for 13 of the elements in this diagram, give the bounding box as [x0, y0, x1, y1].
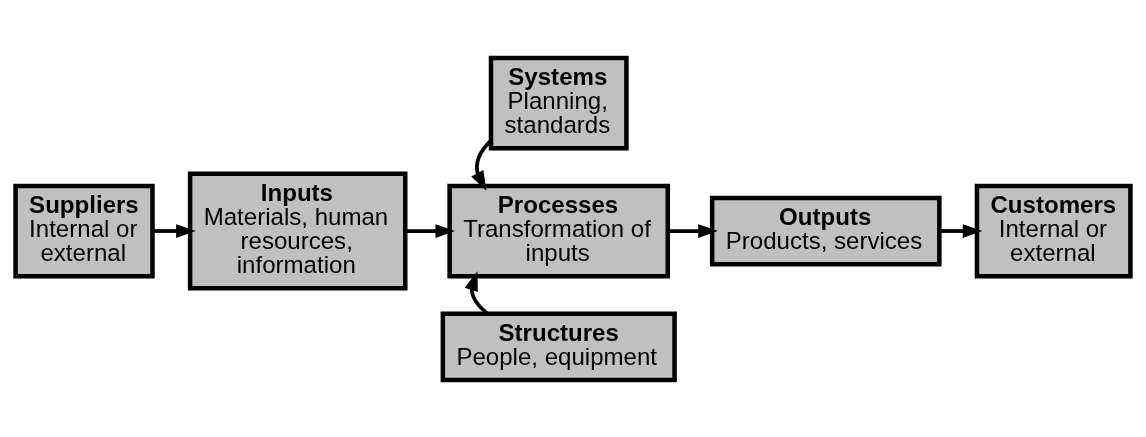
arrow	[152, 223, 196, 238]
arrow	[405, 223, 456, 238]
arrow	[668, 223, 718, 238]
node-box: Outputs Products, services	[709, 195, 942, 266]
arrow	[471, 139, 492, 191]
node-box: Systems Planning, standards	[488, 55, 629, 151]
node-box: Inputs Materials, human resources, information	[187, 171, 408, 290]
arrow	[939, 223, 983, 238]
node-box: Processes Transformation of inputs	[447, 183, 671, 278]
node-box: Suppliers Internal or external	[13, 183, 155, 278]
node-box: Structures People, equipment	[440, 311, 677, 382]
arrow	[464, 270, 489, 315]
node-box: Customers Internal or external	[974, 183, 1133, 278]
